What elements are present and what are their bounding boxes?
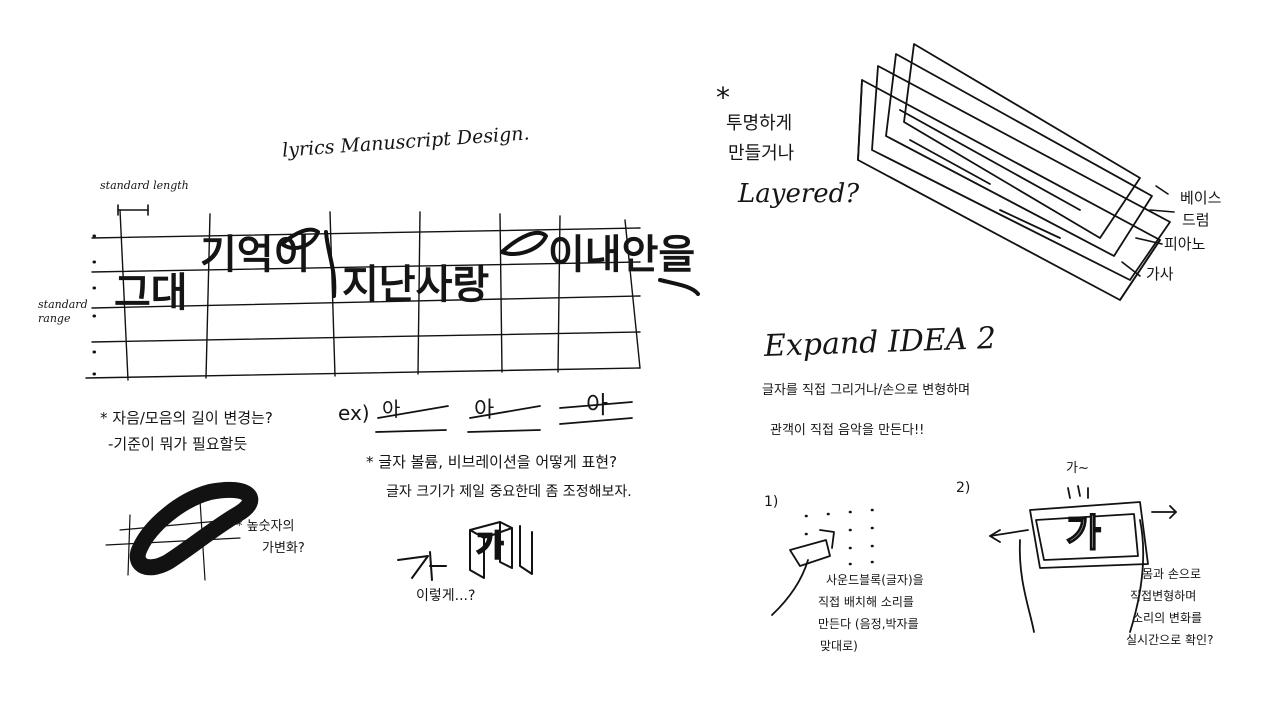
step1-note-line-3: 만든다 (음정,박자를 (818, 617, 919, 631)
layer-label-drum: 드럼 (1182, 211, 1210, 229)
note-vowel: * 자음/모음의 길이 변경는? (100, 409, 273, 427)
blob-note: * 높숫자의 (236, 519, 295, 534)
blob-sketch (105, 481, 259, 581)
lyric-segment-3: 지난사랑 (342, 262, 490, 308)
star-mark: * (716, 81, 730, 114)
expand-note: 글자를 직접 그리거나/손으로 변형하며 (762, 383, 971, 398)
expand-note-sub: 관객이 직접 음악을 만든다!! (770, 423, 925, 438)
range-dots (92, 234, 96, 376)
step1-note-line-4: 맞대로) (820, 639, 858, 653)
layered-label: Layered? (738, 179, 860, 209)
lyrics-grid (85, 209, 641, 381)
step2-note-line-2: 직접변형하며 (1130, 589, 1197, 603)
step2-number: 2) (956, 480, 971, 496)
example-char-1: 아 (382, 397, 401, 421)
step2-note-line-1: 몸과 손으로 (1142, 567, 1202, 581)
ga-sketch (397, 521, 533, 581)
step1-note-line-2: 직접 배치해 소리를 (818, 595, 914, 609)
layer-label-base: 베이스 (1180, 189, 1222, 207)
layer-label-lyrics: 가사 (1146, 265, 1174, 283)
layered-panels (857, 43, 1171, 301)
step1-dots (804, 508, 874, 566)
lyric-tails (280, 227, 700, 298)
example-marks (375, 401, 633, 433)
ga-caption: 이렇게...? (416, 588, 476, 604)
step1-number: 1) (764, 494, 779, 510)
note-vowel-sub: -기준이 뭐가 필요할듯 (108, 435, 248, 453)
step2-note-line-3: 소리의 변화를 (1132, 611, 1203, 625)
standard-length-label: standard length (100, 179, 189, 192)
step1-sketch (771, 529, 835, 616)
standard-length-marker (117, 204, 149, 216)
example-prefix: ex) (338, 401, 370, 425)
ga-char: 가 (475, 529, 504, 564)
layer-note-line-1: 투명하게 (726, 113, 793, 134)
step2-ga: 가 (1065, 511, 1101, 556)
step2-note-line-4: 실시간으로 확인? (1126, 633, 1214, 647)
layer-label-piano: 피아노 (1164, 235, 1206, 253)
note-quote-sub: 글자 크기가 제일 중요한데 좀 조정해보자. (386, 484, 632, 500)
lyric-segment-2: 기억이 (200, 232, 311, 278)
example-char-2: 아 (474, 398, 495, 423)
layer-label-lines (1121, 185, 1175, 277)
note-quote: * 글자 볼륨, 비브레이션을 어떻게 표현? (366, 453, 618, 471)
blob-note-sub: 가변화? (262, 541, 305, 556)
lyric-segment-4: 이내안을 (548, 232, 696, 278)
standard-range-label: standard range (38, 298, 88, 326)
layer-note-line-2: 만들거나 (728, 143, 795, 164)
step1-note-line-1: 사운드블록(글자)을 (826, 573, 924, 587)
step2-top-label: 가~ (1066, 461, 1089, 476)
lyric-segment-1: 그대 (114, 270, 188, 316)
example-char-3: 아 (586, 391, 609, 419)
step2-sketch (989, 485, 1177, 633)
